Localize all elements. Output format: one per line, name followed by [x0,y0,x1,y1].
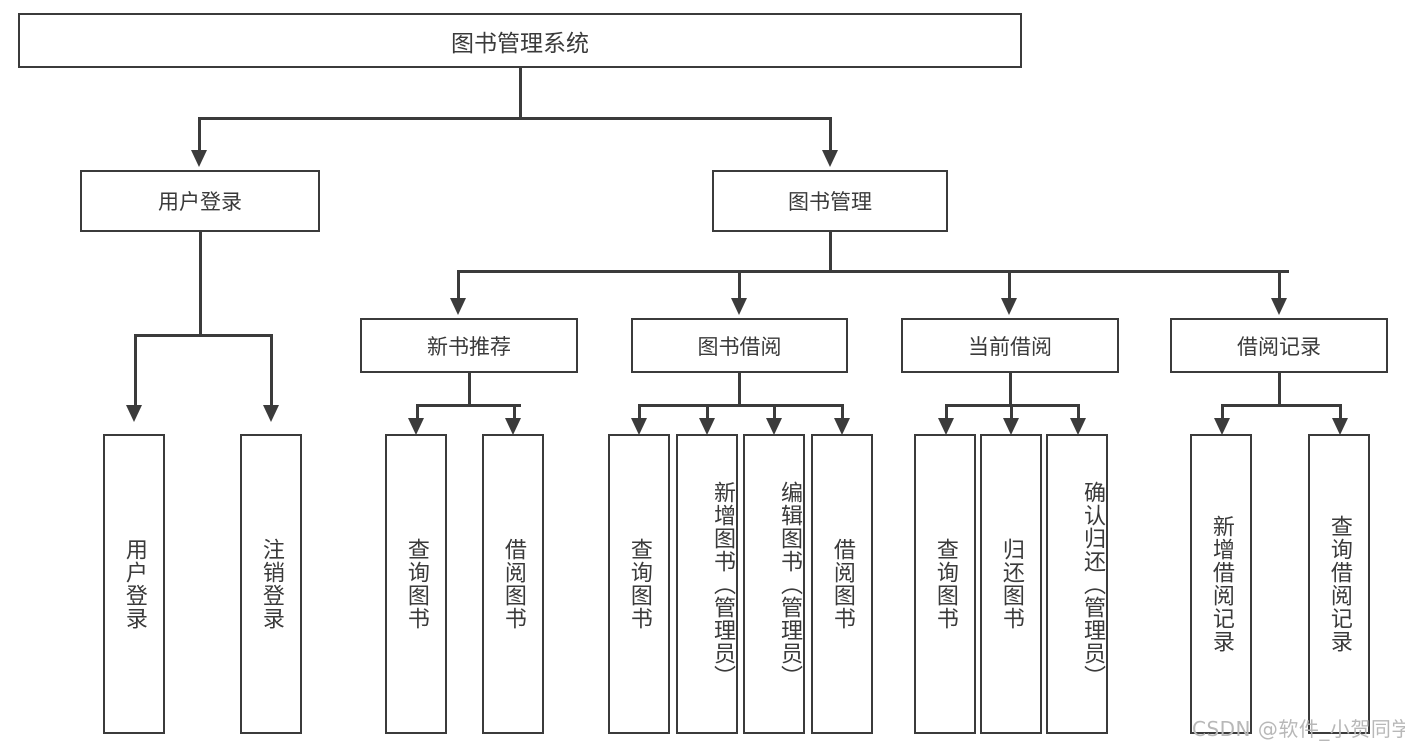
node-label: 注销登录 [258,538,284,630]
arrowhead-level3-3 [1001,298,1017,315]
connector-record-drop-2 [1339,404,1342,422]
arrowhead-level3-1 [450,298,466,315]
arrowhead-level3-2 [731,298,747,315]
leaf-user-login-signin[interactable]: 用户登录 [103,434,165,734]
node-label: 用户登录 [121,538,147,630]
arrowhead-borrow-2 [699,418,715,435]
arrowhead-borrow-3 [766,418,782,435]
node-label: 新增图书（管理员） [710,480,735,688]
node-label: 新增借阅记录 [1208,515,1234,653]
connector-recommend-drop-2 [513,404,516,422]
node-new-book-recommend[interactable]: 新书推荐 [360,318,578,373]
leaf-borrow-add-book-admin[interactable]: 新增图书（管理员） [676,434,738,734]
leaf-recommend-borrow-book[interactable]: 借阅图书 [482,434,544,734]
connector-current-drop-2 [1010,404,1013,422]
arrowhead-record-1 [1214,418,1230,435]
node-borrow-record[interactable]: 借阅记录 [1170,318,1388,373]
connector-current-stem [1009,373,1012,406]
connector-borrow-drop-4 [841,404,844,422]
connector-user-login-drop-1 [134,334,137,405]
node-label: 借阅图书 [500,538,526,630]
node-book-borrow[interactable]: 图书借阅 [631,318,848,373]
arrowhead-current-2 [1003,418,1019,435]
connector-level3-drop-3 [1008,270,1011,300]
connector-level3-drop-4 [1278,270,1281,300]
node-label: 借阅记录 [1237,334,1321,359]
arrowhead-borrow-4 [834,418,850,435]
arrowhead-user-login-1 [126,405,142,422]
leaf-borrow-query-book[interactable]: 查询图书 [608,434,670,734]
connector-level2-bus [198,117,832,120]
connector-recommend-drop-1 [416,404,419,422]
connector-root-stem [519,68,522,118]
node-label: 图书管理系统 [451,30,589,57]
node-label: 借阅图书 [829,538,855,630]
arrowhead-current-3 [1070,418,1086,435]
leaf-current-query-book[interactable]: 查询图书 [914,434,976,734]
node-label: 确认归还（管理员） [1080,480,1105,688]
arrowhead-record-2 [1332,418,1348,435]
connector-current-drop-3 [1077,404,1080,422]
node-label: 查询图书 [932,538,958,630]
connector-record-bus [1221,404,1341,407]
csdn-watermark: CSDN @软件_小贺同学 [1192,717,1405,741]
connector-level3-drop-2 [738,270,741,300]
node-label: 图书借阅 [697,334,782,359]
node-label: 归还图书 [998,538,1024,630]
leaf-borrow-borrow-book[interactable]: 借阅图书 [811,434,873,734]
arrowhead-level3-4 [1271,298,1287,315]
connector-record-drop-1 [1221,404,1224,422]
node-label: 当前借阅 [968,334,1052,359]
arrowhead-borrow-1 [631,418,647,435]
connector-borrow-drop-1 [638,404,641,422]
node-label: 查询图书 [403,538,429,630]
connector-record-stem [1278,373,1281,406]
leaf-current-confirm-return-admin[interactable]: 确认归还（管理员） [1046,434,1108,734]
arrowhead-level2-1 [191,150,207,167]
connector-user-login-stem [199,232,202,335]
arrowhead-current-1 [938,418,954,435]
node-label: 查询借阅记录 [1326,515,1352,653]
arrowhead-level2-2 [822,150,838,167]
node-user-login[interactable]: 用户登录 [80,170,320,232]
node-root-library-system[interactable]: 图书管理系统 [18,13,1022,68]
connector-borrow-bus [638,404,843,407]
connector-level2-drop-2 [829,117,832,150]
connector-user-login-bus [134,334,272,337]
leaf-borrow-edit-book-admin[interactable]: 编辑图书（管理员） [743,434,805,734]
leaf-current-return-book[interactable]: 归还图书 [980,434,1042,734]
connector-current-drop-1 [945,404,948,422]
connector-user-login-drop-2 [270,334,273,405]
node-label: 编辑图书（管理员） [777,480,802,688]
connector-level2-drop-1 [198,117,201,150]
node-book-management[interactable]: 图书管理 [712,170,948,232]
leaf-user-login-signout[interactable]: 注销登录 [240,434,302,734]
node-current-borrow[interactable]: 当前借阅 [901,318,1119,373]
node-label: 用户登录 [158,190,242,214]
arrowhead-recommend-2 [505,418,521,435]
leaf-recommend-query-book[interactable]: 查询图书 [385,434,447,734]
connector-recommend-stem [468,373,471,406]
leaf-record-add-borrow-record[interactable]: 新增借阅记录 [1190,434,1252,734]
node-label: 查询图书 [626,538,652,630]
arrowhead-recommend-1 [408,418,424,435]
node-label: 新书推荐 [427,334,511,359]
connector-level3-bus [457,270,1289,273]
connector-borrow-drop-2 [706,404,709,422]
arrowhead-user-login-2 [263,405,279,422]
connector-book-mgmt-stem [829,232,832,273]
connector-borrow-stem [738,373,741,406]
connector-borrow-drop-3 [773,404,776,422]
connector-level3-drop-1 [457,270,460,300]
leaf-record-query-borrow-record[interactable]: 查询借阅记录 [1308,434,1370,734]
node-label: 图书管理 [788,190,872,214]
connector-recommend-bus [416,404,521,407]
